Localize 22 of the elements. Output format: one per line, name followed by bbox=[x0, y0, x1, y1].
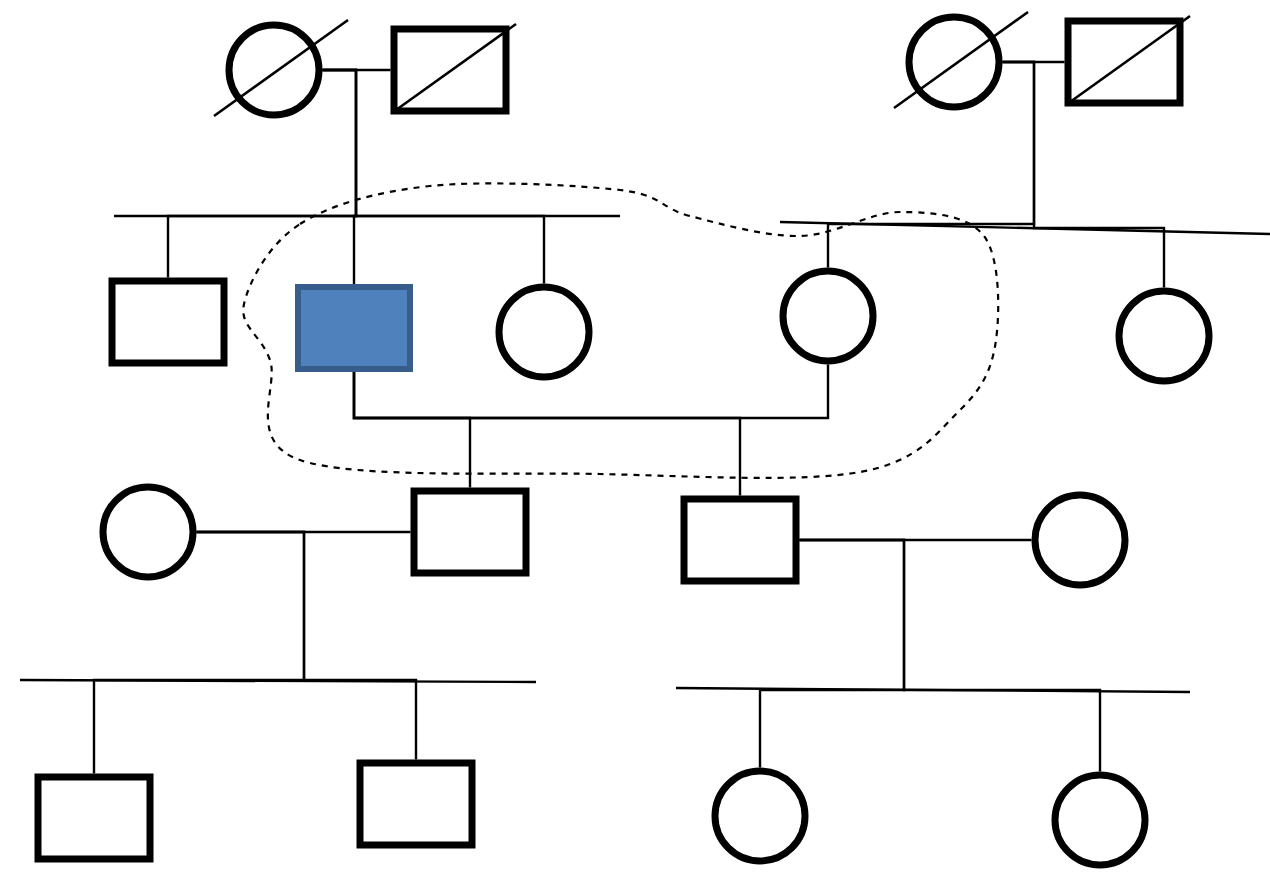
pedigree-line bbox=[322, 68, 546, 284]
pedigree-line bbox=[799, 538, 1102, 772]
pedigree-square bbox=[410, 487, 530, 577]
pedigree-square bbox=[108, 277, 228, 367]
deceased-pedigree-square bbox=[390, 22, 517, 115]
deceased-pedigree-square bbox=[1064, 14, 1191, 107]
pedigree-circle bbox=[495, 283, 593, 381]
pedigree-circle bbox=[1115, 287, 1213, 385]
pedigree-square bbox=[356, 759, 476, 849]
pedigree-line bbox=[196, 530, 418, 760]
pedigree-line bbox=[352, 372, 742, 496]
pedigree-square bbox=[680, 495, 800, 585]
affected-pedigree-square bbox=[295, 284, 413, 372]
deceased-pedigree-circle bbox=[893, 10, 1029, 111]
pedigree-circle bbox=[779, 267, 877, 365]
pedigree-circle bbox=[99, 483, 197, 581]
pedigree-circle bbox=[1031, 491, 1129, 589]
pedigree-circle bbox=[1051, 771, 1149, 869]
pedigree-line bbox=[1002, 60, 1166, 288]
pedigree-circle bbox=[711, 767, 809, 865]
deceased-pedigree-circle bbox=[213, 18, 349, 119]
pedigree-square bbox=[34, 773, 154, 863]
